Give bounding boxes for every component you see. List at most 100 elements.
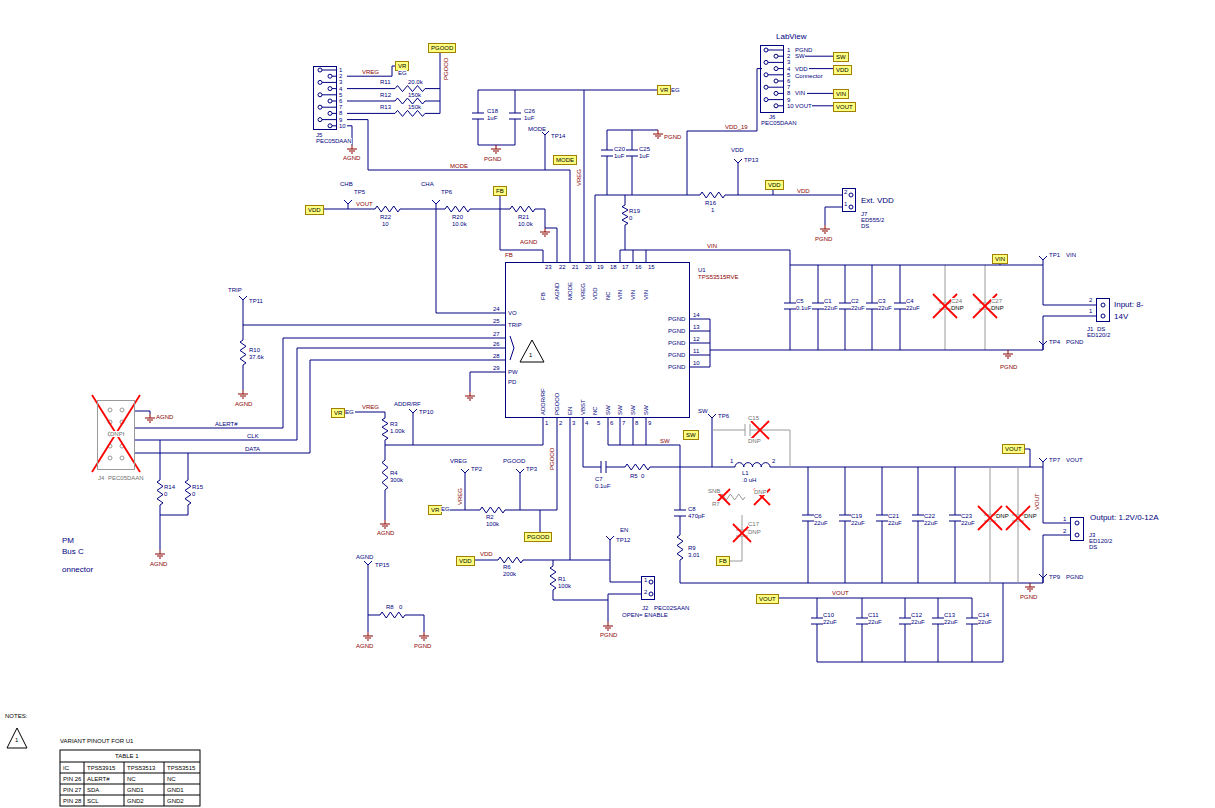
schematic-label: SCL — [87, 798, 99, 804]
schematic-label: 20 — [585, 264, 592, 270]
wire — [862, 598, 863, 618]
schematic-label: PM — [62, 537, 74, 545]
resistor-symbol — [677, 535, 683, 560]
schematic-label: VOUT — [795, 103, 812, 109]
test-point — [516, 469, 524, 473]
ground-symbol — [545, 228, 546, 232]
capacitor-symbol — [509, 113, 521, 114]
connector-pin — [1075, 521, 1079, 525]
schematic-label: NC — [127, 776, 136, 782]
capacitor-symbol — [894, 303, 906, 304]
schematic-label: NC — [167, 776, 176, 782]
schematic-label: 10 — [787, 103, 794, 109]
connector-pin — [649, 580, 653, 584]
schematic-label: 1uF — [524, 115, 534, 121]
connector-box: J1ED120/2DS — [1096, 298, 1110, 322]
schematic-label: R20 — [452, 214, 463, 220]
wire — [608, 445, 680, 467]
wire — [632, 156, 633, 195]
schematic-label: TRIP — [508, 322, 522, 328]
schematic-label: 10.0k — [452, 221, 467, 227]
schematic-label: Bus C — [62, 548, 84, 556]
dnp-cross — [92, 395, 140, 472]
wire — [1018, 521, 1019, 583]
dnp-cross — [754, 489, 770, 505]
ground-symbol — [496, 145, 497, 149]
schematic-label: TP4 — [1049, 339, 1060, 345]
note-triangle — [7, 728, 27, 748]
connector-pin — [649, 592, 653, 596]
part-name: PEC02SAAN — [654, 605, 689, 611]
wire — [243, 325, 244, 340]
test-point — [432, 200, 440, 204]
schematic-label: 1uF — [487, 115, 497, 121]
ground-symbol — [368, 632, 369, 636]
ground-symbol — [352, 145, 353, 149]
wire — [845, 467, 846, 515]
ground-symbol — [467, 398, 473, 399]
ground-symbol — [1008, 350, 1009, 354]
schematic-label: 9 — [648, 420, 651, 426]
schematic-label: 8 — [635, 420, 638, 426]
schematic-label: C7 — [595, 476, 603, 482]
ground-symbol — [544, 236, 546, 237]
wire — [805, 56, 833, 57]
schematic-label: VOUT — [1066, 457, 1083, 463]
wire — [918, 467, 919, 515]
wire — [900, 309, 901, 350]
connector-pin — [328, 124, 332, 128]
table-rule — [124, 762, 125, 806]
wire — [807, 93, 833, 94]
ground-symbol — [424, 632, 425, 636]
pin-name: VIN — [630, 290, 636, 300]
schematic-label: PGND — [1066, 339, 1083, 345]
schematic-label: 9 — [339, 117, 342, 123]
schematic-label: 18 — [610, 264, 617, 270]
dnp-cross — [754, 489, 770, 505]
wire — [845, 521, 846, 583]
capacitor-symbol — [866, 303, 878, 304]
inductor-symbol — [735, 463, 770, 467]
wire — [620, 250, 646, 262]
schematic-label: 4 — [787, 66, 790, 72]
pin-name: ADDR/RF — [540, 388, 546, 415]
schematic-label: onnector — [62, 566, 93, 574]
schematic-label: 1 — [1063, 516, 1066, 522]
schematic-label: NOTES: — [5, 713, 27, 719]
schematic-label: 1 — [339, 67, 342, 73]
wire — [725, 195, 842, 196]
ground-symbol — [608, 622, 609, 626]
schematic-label: PGND — [600, 632, 617, 638]
schematic-label: VREG — [362, 404, 379, 410]
resistor-symbol — [375, 206, 400, 212]
wire — [607, 156, 608, 195]
schematic-label: TP1 — [1049, 252, 1060, 258]
wire — [808, 521, 809, 583]
wire — [972, 624, 973, 662]
connector-box: J5PEC05DAAN — [313, 66, 337, 130]
wire — [955, 521, 956, 583]
schematic-label: .0 uH — [742, 477, 756, 483]
pin-name: NC — [592, 406, 598, 415]
part-name: DS — [1097, 326, 1105, 332]
capacitor-symbol — [812, 303, 824, 304]
schematic-label: 22uF — [814, 520, 828, 526]
capacitor-symbol — [745, 424, 746, 436]
ground-symbol — [1007, 358, 1009, 359]
schematic-label: 0 — [192, 491, 195, 497]
schematic-label: 22uF — [824, 305, 838, 311]
wire — [687, 69, 762, 195]
wire — [610, 545, 611, 560]
schematic-label: 10.0k — [518, 221, 533, 227]
wire — [646, 418, 647, 445]
capacitor-symbol — [601, 461, 602, 473]
connector-pin — [318, 68, 322, 72]
schematic-label: PGND — [668, 316, 685, 322]
pin-name: VREG — [580, 283, 586, 300]
test-point — [1039, 458, 1047, 462]
connector-pin — [318, 80, 322, 84]
net-flag: SW — [683, 430, 699, 440]
wire — [515, 119, 516, 145]
connector-pin — [328, 87, 332, 91]
part-name: DS — [1089, 544, 1097, 550]
